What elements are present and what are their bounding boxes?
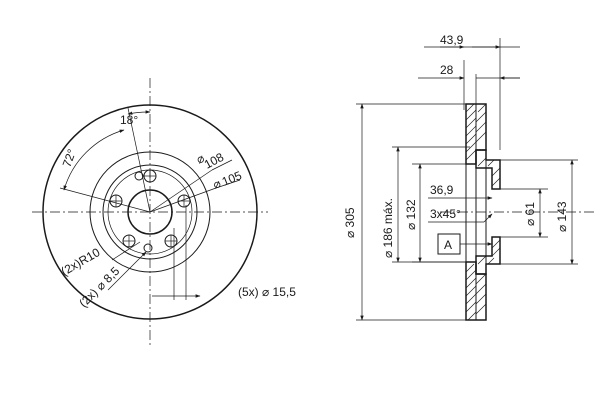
diameter-symbol-icon: ⌀ (211, 176, 223, 192)
small-hole-label: (2x) ⌀ 8,5 (76, 264, 122, 310)
section-hatching (465, 103, 501, 321)
hub-register-label: ⌀ 143 (555, 201, 569, 232)
radius-label: (2x)R10 (59, 245, 103, 279)
small-hole (134, 171, 144, 181)
small-hole (143, 243, 153, 253)
hat-outer-circle (102, 164, 198, 260)
hat-depth-label: 36,9 (430, 183, 454, 197)
hat-width-label: 28 (440, 63, 454, 77)
bolt-hole-label: (5x) ⌀ 15,5 (238, 285, 296, 299)
disc-outer-edge (42, 104, 258, 320)
radial-line-72deg (59, 187, 151, 213)
center-bore (127, 189, 173, 235)
angle-18-label: 18° (120, 113, 138, 127)
radius-leader (111, 241, 141, 261)
front-view: 18° 72° 108 ⌀ 105 ⌀ (2x)R10 (2x) ⌀ 8,5 (… (32, 78, 296, 346)
pcd-108-label: 108 (202, 150, 227, 172)
pcd-105-label: 105 (220, 168, 244, 189)
angle-72-label: 72° (60, 147, 79, 169)
outer-diameter-label: ⌀ 305 (343, 207, 357, 238)
angle-72-arc (63, 129, 125, 191)
leader-108 (149, 169, 213, 213)
section-view: 43,9 28 ⌀ 305 ⌀ 186 máx. ⌀ 132 36,9 3x45… (343, 33, 596, 321)
hat-outer-label: ⌀ 132 (404, 199, 418, 230)
chamfer-label: 3x45° (430, 207, 461, 221)
center-bore-label: ⌀ 61 (523, 202, 537, 226)
friction-inner-label: ⌀ 186 máx. (381, 198, 395, 258)
small-hole-leader (107, 251, 147, 291)
datum-label: A (444, 238, 452, 252)
friction-ring-inner-edge (89, 151, 211, 273)
angle-18-arc (127, 110, 151, 115)
total-width-label: 43,9 (440, 33, 464, 47)
leader-105 (149, 187, 217, 213)
radial-line-18deg (127, 107, 151, 213)
